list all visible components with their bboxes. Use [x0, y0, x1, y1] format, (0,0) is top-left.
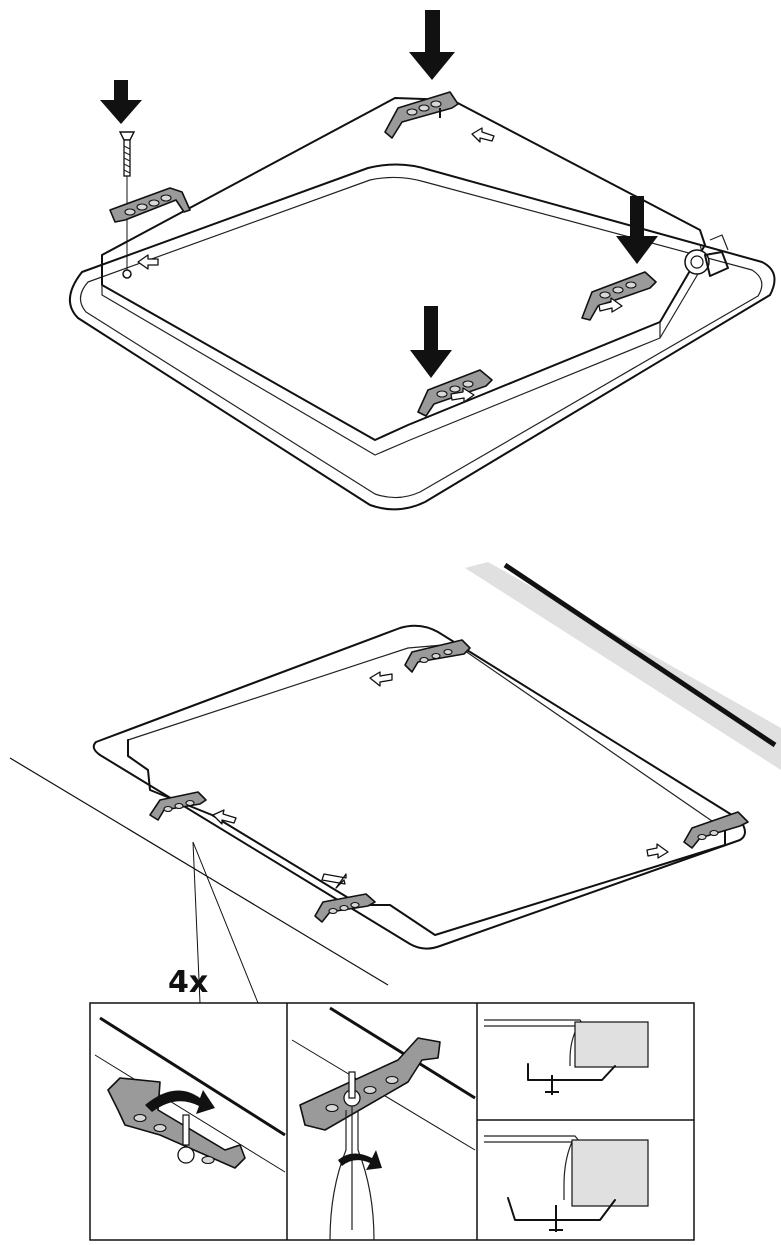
direction-arrow-icon: [598, 297, 623, 313]
mounting-bracket-right: [683, 811, 749, 849]
screw-hole-icon: [122, 269, 132, 279]
detail-panel-section-thick-worktop: [484, 1135, 649, 1232]
worktop-section: [574, 1021, 649, 1068]
worktop-section: [571, 1139, 649, 1207]
top-figure-hob-underside: [69, 10, 776, 511]
mounting-bracket-loose: [109, 187, 191, 223]
mounting-bracket-left: [149, 791, 207, 821]
down-arrow-icon: [410, 306, 452, 378]
down-arrow-icon: [100, 80, 142, 124]
callout-line: [192, 841, 201, 1004]
hob-body-top: [127, 643, 726, 831]
screw-icon: [118, 131, 136, 270]
middle-figure-hob-in-worktop: [9, 562, 781, 1004]
worktop-edge: [465, 562, 781, 770]
rotate-arrow-icon: [338, 1150, 382, 1170]
mounting-bracket-top: [404, 639, 471, 673]
screw-icon: [348, 1071, 356, 1099]
detail-panel-section-thin-worktop: [484, 1019, 649, 1095]
callout-line: [192, 841, 259, 1004]
direction-arrow-icon: [321, 873, 347, 889]
mounting-bracket-top: [384, 91, 459, 139]
worktop-back-edge: [503, 562, 777, 748]
hob-body: [101, 97, 706, 441]
hob-outer-rim: [69, 163, 776, 511]
hob-body-bottom-edge: [101, 285, 661, 456]
gas-connector-icon: [684, 234, 729, 277]
down-arrow-icon: [409, 10, 455, 80]
direction-arrow-icon: [471, 127, 495, 143]
detail-panels: [89, 1002, 695, 1241]
mounting-bracket-right: [581, 271, 657, 321]
hob-body-bottom: [127, 739, 726, 936]
mounting-bracket-bottom: [314, 893, 376, 923]
down-arrow-icon: [616, 196, 658, 264]
screw-head-icon: [177, 1146, 195, 1164]
hob-glass-outline: [92, 624, 746, 950]
direction-arrow-icon: [646, 843, 669, 859]
multiplier-label: 4x: [168, 965, 208, 1000]
detail-panel-tighten-screw: [291, 1006, 476, 1241]
hob-inner-rim: [79, 176, 763, 499]
direction-arrow-icon: [450, 387, 475, 403]
rotate-arrow-icon: [145, 1090, 215, 1114]
detail-panel-rotate-bracket: [94, 1016, 286, 1173]
direction-arrow-icon: [212, 809, 237, 825]
direction-arrow-icon: [369, 671, 393, 687]
direction-arrow-icon: [137, 254, 159, 270]
worktop-front-line: [9, 757, 389, 986]
